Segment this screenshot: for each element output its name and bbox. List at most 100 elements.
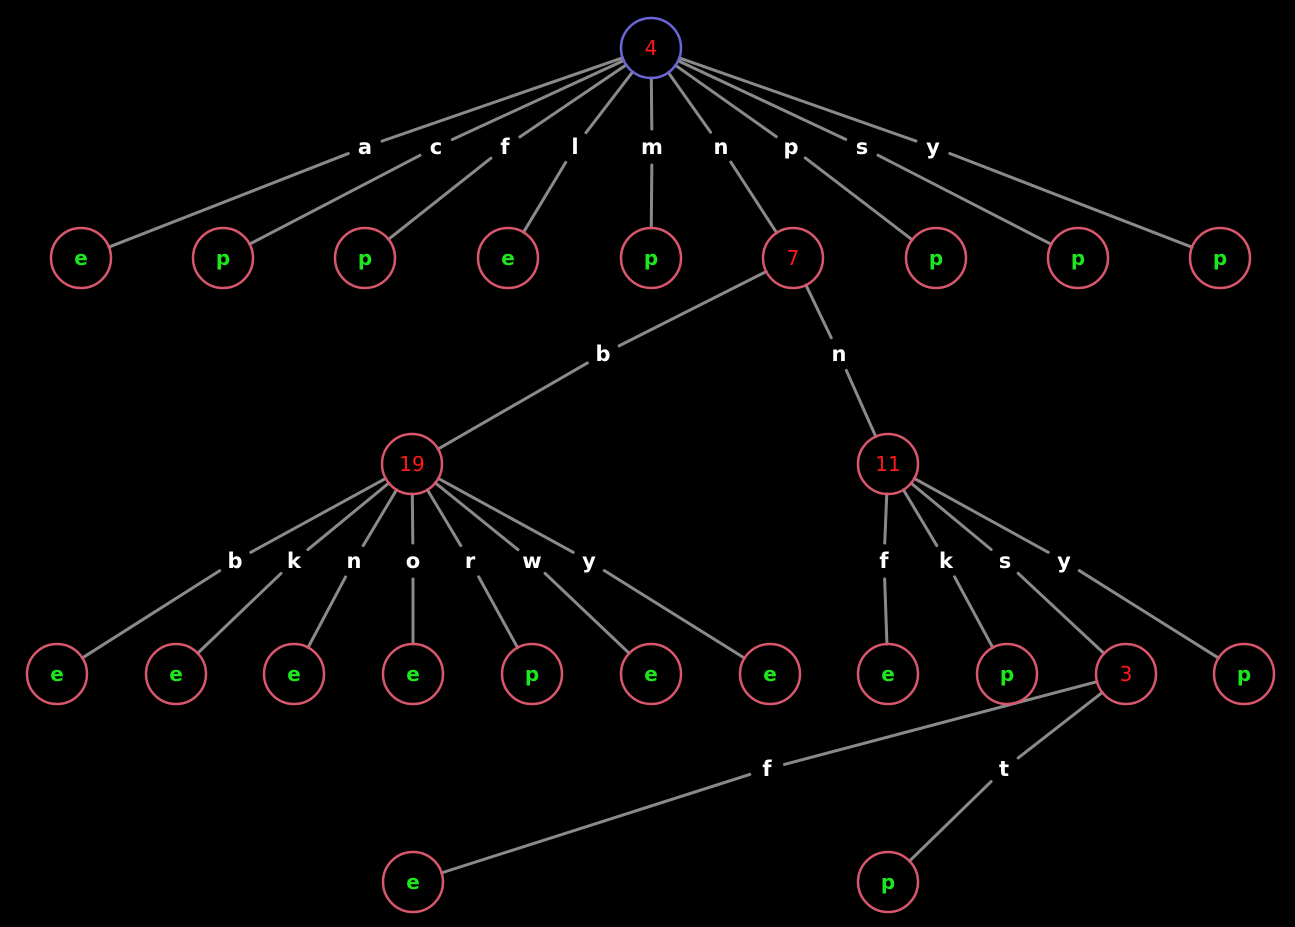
edge-label: f [762, 757, 772, 781]
node-circle [25, 642, 89, 706]
leaf-node: p [619, 226, 683, 290]
edge-label: m [641, 135, 663, 159]
edge-line-lower [803, 156, 914, 242]
node-circle [476, 226, 540, 290]
leaf-node: e [49, 226, 113, 290]
edge-line-lower [953, 575, 995, 650]
node-label: p [216, 246, 230, 270]
edges-layer [80, 56, 1221, 875]
node-label: p [358, 246, 372, 270]
edge-line-upper [676, 59, 848, 141]
edge-label: y [926, 135, 940, 159]
node-label: e [644, 662, 658, 686]
edge-label: f [500, 135, 510, 159]
edge-line-lower [1077, 569, 1221, 660]
edge-line-lower [883, 577, 889, 646]
leaf-node: e [381, 642, 445, 706]
edge-line-lower [477, 575, 520, 650]
leaf-node: e [25, 642, 89, 706]
node-circle [262, 642, 326, 706]
leaf-node: p [191, 226, 255, 290]
edge-line-upper [649, 76, 654, 131]
edge-line-upper [306, 481, 391, 552]
edge-label: l [571, 135, 578, 159]
edge-line-lower [1016, 571, 1106, 656]
edge-line-upper [677, 56, 918, 143]
node-circle [500, 642, 564, 706]
edge-label: s [999, 549, 1012, 573]
split-node: 11 [856, 432, 920, 496]
leaf-node: p [333, 226, 397, 290]
leaf-node: p [975, 642, 1039, 706]
node-label: e [501, 246, 515, 270]
node-circle [904, 226, 968, 290]
leaf-node: e [476, 226, 540, 290]
split-node: 19 [380, 432, 444, 496]
node-label: p [1000, 662, 1014, 686]
edge-label: f [879, 549, 889, 573]
node-label: 7 [787, 246, 800, 270]
edge-label: s [856, 135, 869, 159]
split-node: 7 [761, 226, 825, 290]
edge-line-upper [249, 476, 388, 554]
node-circle [381, 850, 445, 914]
leaf-node: p [500, 642, 564, 706]
edge-label: k [939, 549, 954, 573]
edge-line-upper [804, 283, 833, 340]
node-label: 4 [645, 36, 658, 60]
node-circle [619, 226, 683, 290]
node-label: e [406, 662, 420, 686]
leaf-node: e [619, 642, 683, 706]
leaf-node: e [144, 642, 208, 706]
node-circle [333, 226, 397, 290]
node-label: p [881, 870, 895, 894]
edge-line-upper [666, 70, 713, 134]
leaf-node: p [1212, 642, 1276, 706]
edge-label: y [582, 549, 596, 573]
edge-line-upper [782, 680, 1099, 766]
leaf-node: e [738, 642, 802, 706]
edge-line-upper [425, 488, 463, 548]
edge-label: k [287, 549, 302, 573]
node-label: e [406, 870, 420, 894]
leaf-node: p [1046, 226, 1110, 290]
node-circle [619, 16, 683, 80]
node-circle [1188, 226, 1252, 290]
edge-line-lower [387, 156, 493, 241]
leaf-node: p [856, 850, 920, 914]
edge-line-lower [649, 163, 654, 230]
edge-line-upper [1016, 690, 1104, 760]
edge-label: a [358, 135, 372, 159]
edge-line-lower [436, 361, 589, 451]
edge-line-lower [844, 368, 878, 439]
edge-label: r [465, 549, 476, 573]
edge-line-upper [450, 59, 626, 141]
leaf-node: e [381, 850, 445, 914]
split-node: 3 [1094, 642, 1158, 706]
node-label: 3 [1120, 662, 1133, 686]
edge-line-lower [80, 569, 222, 660]
edge-line-upper [617, 270, 768, 348]
edge-label: n [714, 135, 729, 159]
node-circle [1094, 642, 1158, 706]
edge-label: n [347, 549, 362, 573]
edge-line-lower [522, 160, 568, 234]
node-label: e [881, 662, 895, 686]
node-circle [381, 642, 445, 706]
node-label: p [929, 246, 943, 270]
edge-line-upper [673, 63, 778, 139]
node-circle [144, 642, 208, 706]
node-label: e [287, 662, 301, 686]
node-label: p [525, 662, 539, 686]
edge-line-lower [440, 772, 752, 875]
node-circle [1046, 226, 1110, 290]
node-label: e [50, 662, 64, 686]
edge-line-lower [907, 780, 993, 863]
edge-line-upper [909, 481, 993, 552]
leaf-node: e [856, 642, 920, 706]
node-label: p [1071, 246, 1085, 270]
edge-label: w [522, 549, 541, 573]
node-label: 11 [875, 452, 900, 476]
edge-label: y [1057, 549, 1071, 573]
